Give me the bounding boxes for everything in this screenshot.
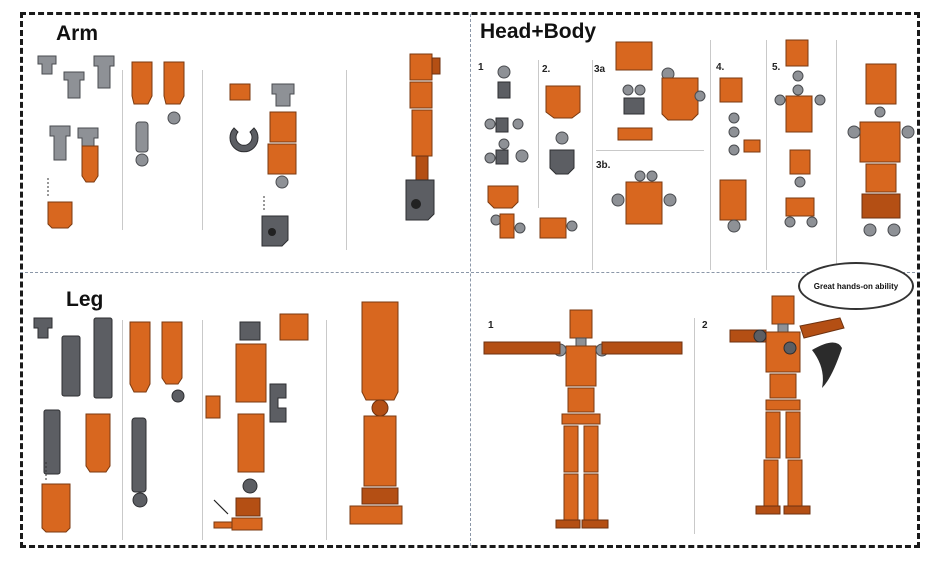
head-step2-parts — [545, 85, 581, 175]
head-body-parts-illustration — [484, 39, 915, 239]
arm-separator-3 — [346, 70, 347, 250]
leg-title: Leg — [66, 288, 104, 311]
pose-step-label-2: 2 — [702, 320, 708, 331]
leg-separator-3 — [326, 320, 327, 540]
t-pose-figure — [483, 309, 683, 529]
pose-step-label-1: 1 — [488, 320, 494, 331]
leg-separator-1 — [122, 320, 123, 540]
head-separator-4 — [766, 40, 767, 270]
arm-assembled — [405, 53, 441, 221]
arm-parts-illustration — [37, 53, 441, 247]
torso-assembled — [847, 63, 915, 237]
pose-separator — [694, 318, 695, 534]
arm-title: Arm — [56, 22, 99, 45]
head-step5-parts — [774, 39, 826, 228]
callout-text: Great hands-on ability — [813, 281, 899, 291]
step-label-4: 4. — [716, 62, 725, 73]
arm-forearm-part — [131, 61, 185, 167]
diagram-frame — [20, 12, 920, 548]
step-label-2: 2. — [542, 64, 551, 75]
arm-separator-2 — [202, 70, 203, 230]
step-label-5: 5. — [772, 62, 781, 73]
leg-assembled — [349, 301, 403, 525]
step-label-3a: 3a — [594, 64, 606, 75]
head-body-title: Head+Body — [480, 20, 597, 43]
head-separator-h — [596, 150, 704, 151]
step-label-1: 1 — [478, 62, 484, 73]
leg-parts-illustration — [33, 301, 403, 533]
leg-gray-parts — [33, 317, 113, 533]
arm-assembly-middle — [229, 83, 297, 247]
head-separator-3 — [710, 40, 711, 270]
step-label-3b: 3b. — [596, 160, 611, 171]
head-separator-2 — [592, 60, 593, 270]
leg-thigh-parts — [129, 321, 185, 508]
head-step3b-parts — [611, 170, 677, 225]
head-separator-1 — [538, 60, 539, 208]
head-separator-5 — [836, 40, 837, 270]
leg-separator-2 — [202, 320, 203, 540]
vertical-divider — [470, 14, 471, 546]
callout-bubble: Great hands-on ability — [798, 262, 914, 310]
head-step4-parts — [719, 77, 761, 233]
head-step3a-parts — [615, 41, 706, 141]
action-pose-figure — [729, 295, 845, 515]
head-step1-parts — [484, 65, 578, 239]
arm-clip-part — [37, 55, 115, 229]
leg-assembly-middle — [205, 313, 309, 531]
arm-separator-1 — [122, 70, 123, 230]
